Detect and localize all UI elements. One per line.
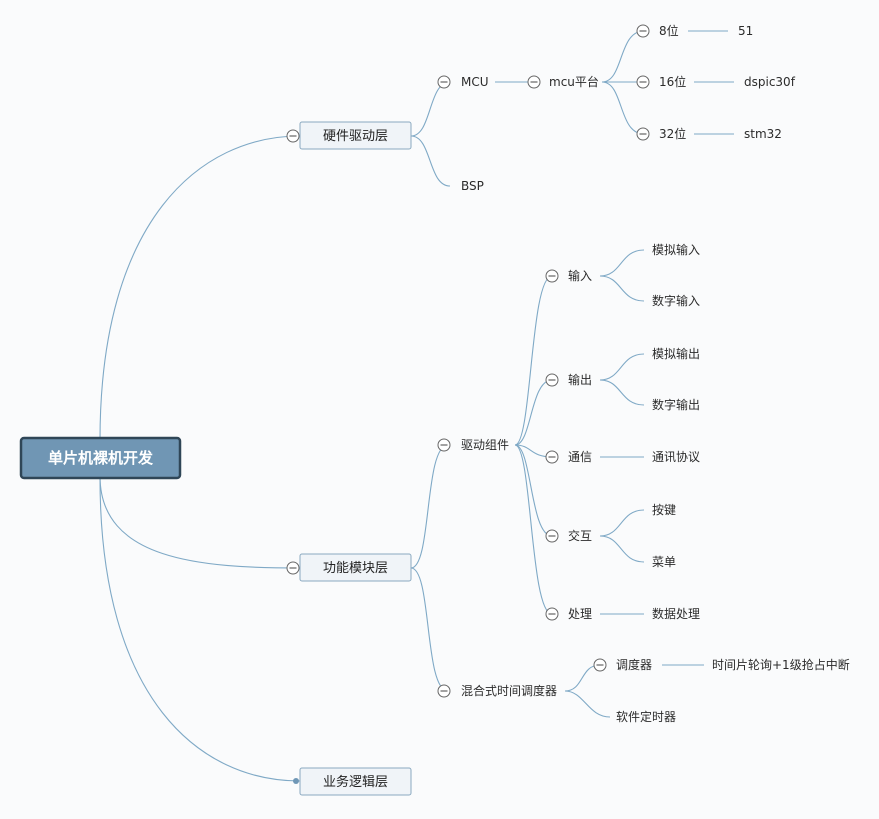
node-biz-layer[interactable]: 业务逻辑层 [299, 767, 412, 796]
connector-platform-32bit [601, 81, 645, 135]
label-51[interactable]: 51 [738, 24, 753, 38]
collapse-icon-output[interactable] [545, 373, 559, 387]
label-soft-timer[interactable]: 软件定时器 [616, 709, 676, 724]
label-scheduler[interactable]: 调度器 [616, 657, 652, 672]
label-scheduler-detail[interactable]: 时间片轮询+1级抢占中断 [712, 657, 850, 672]
label-digital-output[interactable]: 数字输出 [652, 397, 700, 412]
connector-output-analog [599, 353, 645, 381]
labels: MCU BSP mcu平台 8位 16位 32位 51 dspic30f stm… [461, 23, 850, 724]
collapse-icon-hybrid-scheduler[interactable] [437, 684, 451, 698]
connector-input-analog [599, 249, 645, 277]
collapse-icon-input[interactable] [545, 269, 559, 283]
connector-driver-output [514, 379, 553, 446]
collapse-icon-interact[interactable] [545, 529, 559, 543]
connector-dot-biz [293, 778, 299, 784]
collapse-icon-scheduler[interactable] [593, 658, 607, 672]
label-bsp[interactable]: BSP [461, 179, 484, 193]
connector-func-driver [410, 444, 449, 569]
connector-output-digital [599, 379, 645, 406]
node-func-layer[interactable]: 功能模块层 [299, 553, 412, 582]
label-analog-output[interactable]: 模拟输出 [652, 346, 700, 361]
collapse-icon-driver[interactable] [437, 438, 451, 452]
label-menu[interactable]: 菜单 [652, 555, 676, 569]
connector-driver-interact [514, 444, 553, 537]
collapse-icon-func[interactable] [286, 561, 300, 575]
label-input[interactable]: 输入 [568, 268, 592, 283]
label-output[interactable]: 输出 [568, 372, 592, 387]
collapse-icon-hw[interactable] [286, 129, 300, 143]
connector-func-sched [410, 567, 449, 692]
label-digital-input[interactable]: 数字输入 [652, 293, 700, 308]
label-dspic30f[interactable]: dspic30f [744, 75, 796, 89]
label-data-processing[interactable]: 数据处理 [652, 606, 700, 621]
func-layer-label: 功能模块层 [323, 561, 388, 576]
connector-sched-softtimer [564, 690, 611, 718]
connector-root-func [99, 475, 301, 569]
connector-driver-process [514, 444, 553, 615]
connector-interact-key [599, 509, 645, 537]
label-mcu-platform[interactable]: mcu平台 [549, 74, 599, 89]
collapse-icon-32bit[interactable] [636, 127, 650, 141]
connector-interact-menu [599, 535, 645, 563]
collapse-icon-16bit[interactable] [636, 75, 650, 89]
label-driver[interactable]: 驱动组件 [461, 438, 509, 452]
label-protocol[interactable]: 通讯协议 [652, 449, 700, 464]
label-32bit[interactable]: 32位 [659, 126, 686, 141]
collapse-buttons [286, 24, 650, 784]
collapse-icon-comm[interactable] [545, 450, 559, 464]
connector-input-digital [599, 275, 645, 302]
collapse-icon-process[interactable] [545, 607, 559, 621]
label-hybrid-scheduler[interactable]: 混合式时间调度器 [461, 683, 557, 698]
label-process[interactable]: 处理 [568, 607, 592, 621]
biz-layer-label: 业务逻辑层 [323, 774, 388, 790]
label-stm32[interactable]: stm32 [744, 127, 782, 141]
node-hw-layer[interactable]: 硬件驱动层 [299, 121, 412, 150]
connector-platform-8bit [601, 30, 645, 83]
label-8bit[interactable]: 8位 [659, 23, 679, 38]
root-label: 单片机裸机开发 [48, 449, 154, 467]
collapse-icon-mcu[interactable] [437, 75, 451, 89]
label-analog-input[interactable]: 模拟输入 [652, 242, 700, 257]
root-node[interactable]: 单片机裸机开发 [19, 436, 182, 480]
label-key[interactable]: 按键 [652, 503, 676, 517]
connector-root-hw [99, 135, 301, 441]
connector-hw-bsp [410, 135, 451, 187]
label-comm[interactable]: 通信 [568, 450, 592, 464]
label-mcu[interactable]: MCU [461, 75, 489, 89]
label-interact[interactable]: 交互 [568, 528, 592, 543]
hw-layer-label: 硬件驱动层 [323, 129, 388, 144]
connector-sched-scheduler [564, 664, 601, 692]
collapse-icon-mcu-platform[interactable] [527, 75, 541, 89]
connector-hw-mcu [410, 81, 451, 137]
collapse-icon-8bit[interactable] [636, 24, 650, 38]
connector-root-biz [99, 477, 301, 782]
label-16bit[interactable]: 16位 [659, 74, 686, 89]
connector-driver-input [514, 275, 553, 446]
